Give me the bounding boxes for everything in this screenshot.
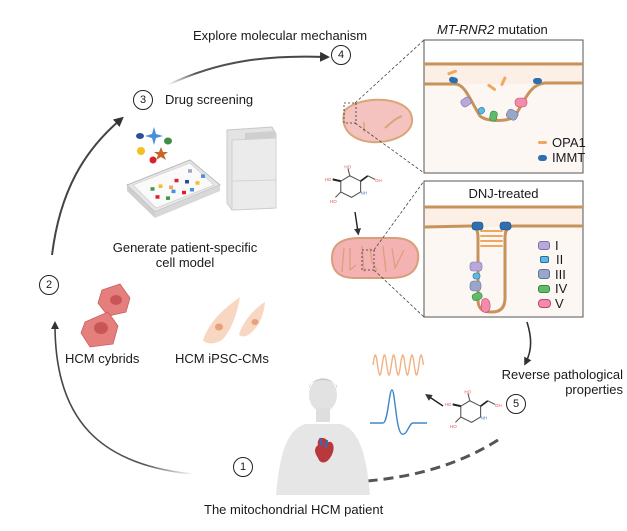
svg-text:HO: HO <box>445 402 452 407</box>
legend-label: V <box>555 295 564 311</box>
plate-well <box>201 174 205 178</box>
plate-well <box>169 185 173 190</box>
mitochondrion-treated <box>330 237 420 279</box>
step-4-badge: 4 <box>331 45 351 65</box>
zoom-line <box>373 269 425 318</box>
legend-label: IMMT <box>552 150 586 165</box>
svg-text:HO: HO <box>464 390 471 395</box>
plate-well <box>188 169 192 173</box>
svg-text:HO: HO <box>450 424 457 429</box>
dnj-molecule-top: HO HO HO OH NH <box>325 165 382 204</box>
step-1-badge: 1 <box>233 457 253 477</box>
zoom-line <box>354 122 425 174</box>
arrow-1-to-2 <box>51 321 194 475</box>
step-2-label-line1: Generate patient-specific <box>112 240 258 255</box>
step-2-label: Generate patient-specific cell model <box>90 240 280 270</box>
legend-label: III <box>555 266 566 282</box>
complex-i-swatch-icon <box>538 240 550 250</box>
svg-text:OH: OH <box>375 178 382 183</box>
legend-label: I <box>555 237 559 253</box>
legend-label: IV <box>555 281 568 297</box>
cell-model-cybrids-label: HCM cybrids <box>65 351 140 366</box>
complex-v-swatch-icon <box>538 298 551 308</box>
step-5-label-line2: properties <box>565 382 623 397</box>
complex-iii-swatch-icon <box>538 269 550 280</box>
calcium-trace <box>372 354 425 376</box>
arrow-drug-to-trace <box>425 394 444 407</box>
plate-well <box>185 180 189 184</box>
complex-ii-swatch-icon <box>540 256 549 264</box>
arrow-2-to-3 <box>51 116 124 256</box>
legend-label: OPA1 <box>552 135 586 150</box>
panel-treated-title: DNJ-treated <box>468 186 539 201</box>
plate-well <box>171 189 176 194</box>
patient-figure <box>276 378 370 495</box>
legend-item-complex-i: I <box>538 238 567 253</box>
step-2-label-line2: cell model <box>155 255 215 270</box>
svg-text:HO: HO <box>344 165 351 170</box>
step-5-label-line1: Reverse pathological <box>501 367 623 382</box>
svg-text:HO: HO <box>325 177 332 182</box>
zoom-line <box>373 180 425 251</box>
action-potential-trace <box>370 389 427 435</box>
legend-item-complex-ii: II <box>538 252 567 268</box>
plate-well <box>166 196 170 200</box>
step-5-label: Reverse pathological properties <box>470 367 623 397</box>
svg-text:NH: NH <box>361 191 368 196</box>
drug-compounds-icon <box>136 127 172 164</box>
gene-name: MT-RNR2 <box>437 22 495 37</box>
step-3-label: Drug screening <box>165 92 254 107</box>
step-5-badge: 5 <box>506 394 526 414</box>
panel-mutation <box>423 39 584 174</box>
plate-well <box>182 190 186 195</box>
cell-model-ipsc-label: HCM iPSC-CMs <box>175 351 269 366</box>
hcm-cybrid-cells <box>80 283 131 348</box>
legend-item-complex-v: V <box>538 296 567 311</box>
plate-well <box>174 178 179 183</box>
opa1-swatch-icon <box>538 141 547 144</box>
step-1-label: The mitochondrial HCM patient <box>204 502 384 517</box>
svg-text:NH: NH <box>481 416 488 421</box>
plate-reader-icon <box>226 126 277 211</box>
legend-item-complex-iii: III <box>538 267 567 282</box>
svg-text:OH: OH <box>495 403 502 408</box>
legend-item-opa1: OPA1 <box>538 135 586 150</box>
step-2-badge: 2 <box>39 275 59 295</box>
hcm-ipsc-cm-cells <box>203 297 265 344</box>
step-3-badge: 3 <box>133 90 153 110</box>
panel-mutation-title-suffix: mutation <box>494 22 548 37</box>
well-plate-icon <box>126 159 221 218</box>
dnj-molecule-bottom: HO HO HO OH NH <box>445 390 502 429</box>
immt-swatch-icon <box>538 154 547 161</box>
mitochondrion-mutant <box>342 98 413 144</box>
legend-item-immt: IMMT <box>538 150 586 165</box>
panel-mutation-title: MT-RNR2 mutation <box>437 22 548 37</box>
zoom-line <box>354 39 425 104</box>
arrow-drug-to-mito <box>354 211 361 236</box>
plate-well <box>190 188 194 192</box>
legend-label: II <box>556 252 564 268</box>
plate-well <box>158 184 163 188</box>
step-4-label: Explore molecular mechanism <box>193 28 368 43</box>
plate-well <box>150 187 155 191</box>
complex-iv-swatch-icon <box>538 284 550 293</box>
legend-mutation: OPA1 IMMT <box>538 135 586 165</box>
plate-well <box>155 195 160 199</box>
arrow-panel-to-5 <box>524 321 532 366</box>
arrow-3-to-4 <box>167 51 330 86</box>
legend-item-complex-iv: IV <box>538 281 568 297</box>
legend-complexes: I II III IV V <box>538 238 567 311</box>
plate-well <box>195 181 200 185</box>
panel-treated <box>423 180 584 318</box>
svg-text:HO: HO <box>330 199 337 204</box>
